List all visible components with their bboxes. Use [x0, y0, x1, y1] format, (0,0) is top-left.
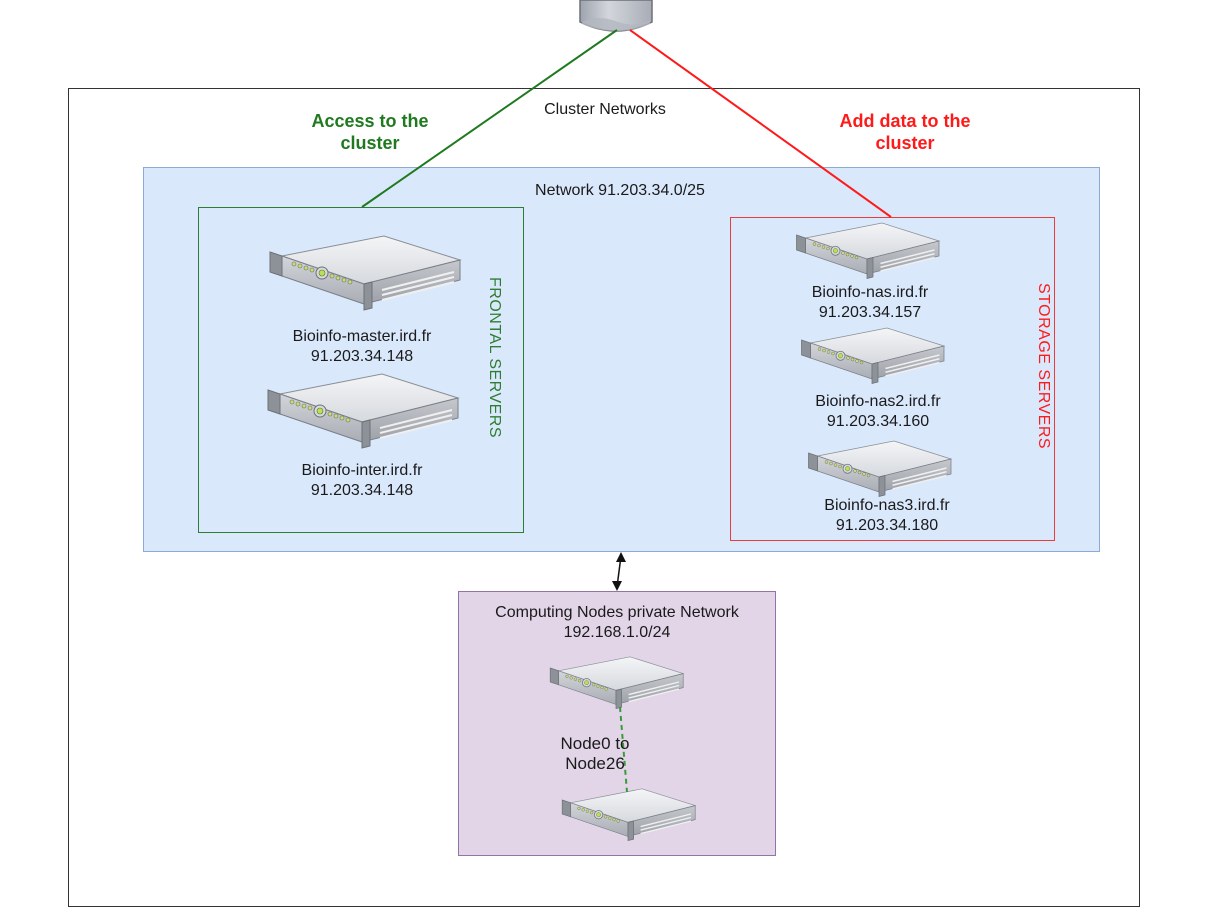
private-network-name: Computing Nodes private Network — [495, 604, 739, 621]
server-ip: 91.203.34.180 — [835, 517, 939, 534]
storage-server-2: Bioinfo-nas2.ird.fr 91.203.34.160 — [788, 392, 968, 432]
database-icon — [579, 0, 653, 32]
private-network-subnet: 192.168.1.0/24 — [563, 624, 671, 641]
server-ip: 91.203.34.148 — [310, 482, 414, 499]
frontal-servers-label: FRONTAL SERVERS — [486, 277, 503, 439]
private-network-label: Computing Nodes private Network 192.168.… — [458, 603, 776, 643]
storage-server-1: Bioinfo-nas.ird.fr 91.203.34.157 — [780, 283, 960, 323]
server-name: Bioinfo-nas3.ird.fr — [824, 497, 950, 514]
access-label-line1: Access to the — [311, 111, 429, 131]
add-data-label-line1: Add data to the — [839, 111, 971, 131]
server-icon — [804, 438, 954, 498]
server-icon — [264, 232, 464, 312]
public-network-label: Network 91.203.34.0/25 — [535, 182, 705, 199]
frontal-server-1: Bioinfo-master.ird.fr 91.203.34.148 — [262, 327, 462, 367]
frontal-servers-group — [198, 207, 524, 533]
server-icon — [792, 220, 942, 280]
server-icon — [558, 786, 698, 842]
storage-server-3: Bioinfo-nas3.ird.fr 91.203.34.180 — [797, 496, 977, 536]
server-name: Bioinfo-nas2.ird.fr — [815, 393, 941, 410]
access-label-line2: cluster — [340, 133, 400, 153]
storage-servers-group — [730, 217, 1055, 541]
server-name: Bioinfo-master.ird.fr — [292, 328, 432, 345]
nodes-label-line1: Node0 to — [560, 734, 630, 753]
server-ip: 91.203.34.148 — [310, 348, 414, 365]
server-ip: 91.203.34.160 — [826, 413, 930, 430]
server-ip: 91.203.34.157 — [818, 304, 922, 321]
server-icon — [546, 654, 686, 710]
nodes-label-line2: Node26 — [565, 754, 625, 773]
access-cluster-label: Access to the cluster — [270, 110, 470, 154]
add-data-label-line2: cluster — [875, 133, 935, 153]
server-icon — [262, 370, 462, 450]
storage-servers-label: STORAGE SERVERS — [1035, 283, 1052, 450]
server-icon — [797, 325, 947, 385]
server-name: Bioinfo-inter.ird.fr — [301, 462, 423, 479]
add-data-label: Add data to the cluster — [805, 110, 1005, 154]
server-name: Bioinfo-nas.ird.fr — [811, 284, 929, 301]
frontal-server-2: Bioinfo-inter.ird.fr 91.203.34.148 — [262, 461, 462, 501]
cluster-networks-title: Cluster Networks — [544, 101, 666, 118]
nodes-range-label: Node0 to Node26 — [535, 734, 655, 774]
